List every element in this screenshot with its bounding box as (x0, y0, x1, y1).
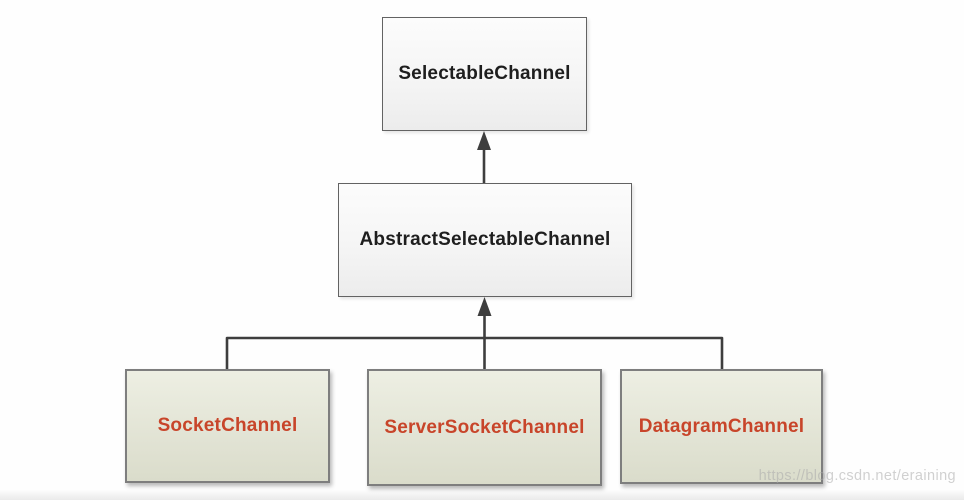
watermark-url: https://blog.csdn.net/eraining (758, 468, 956, 484)
node-abstract-selectable-channel: AbstractSelectableChannel (338, 183, 632, 297)
node-selectable-channel-label: SelectableChannel (398, 63, 571, 84)
node-selectable-channel: SelectableChannel (382, 17, 587, 131)
node-datagram-channel-label: DatagramChannel (638, 415, 805, 437)
node-socket-channel: SocketChannel (125, 369, 330, 483)
node-server-socket-channel-label: ServerSocketChannel (384, 416, 585, 438)
node-socket-channel-label: SocketChannel (157, 415, 298, 436)
node-datagram-channel: DatagramChannel (620, 369, 823, 484)
edge-subclass-bus (225, 336, 724, 369)
node-abstract-selectable-channel-label: AbstractSelectableChannel (359, 229, 611, 250)
node-server-socket-channel: ServerSocketChannel (367, 369, 602, 486)
arrowhead-up-top (477, 131, 491, 150)
arrowhead-up-middle (477, 297, 492, 316)
